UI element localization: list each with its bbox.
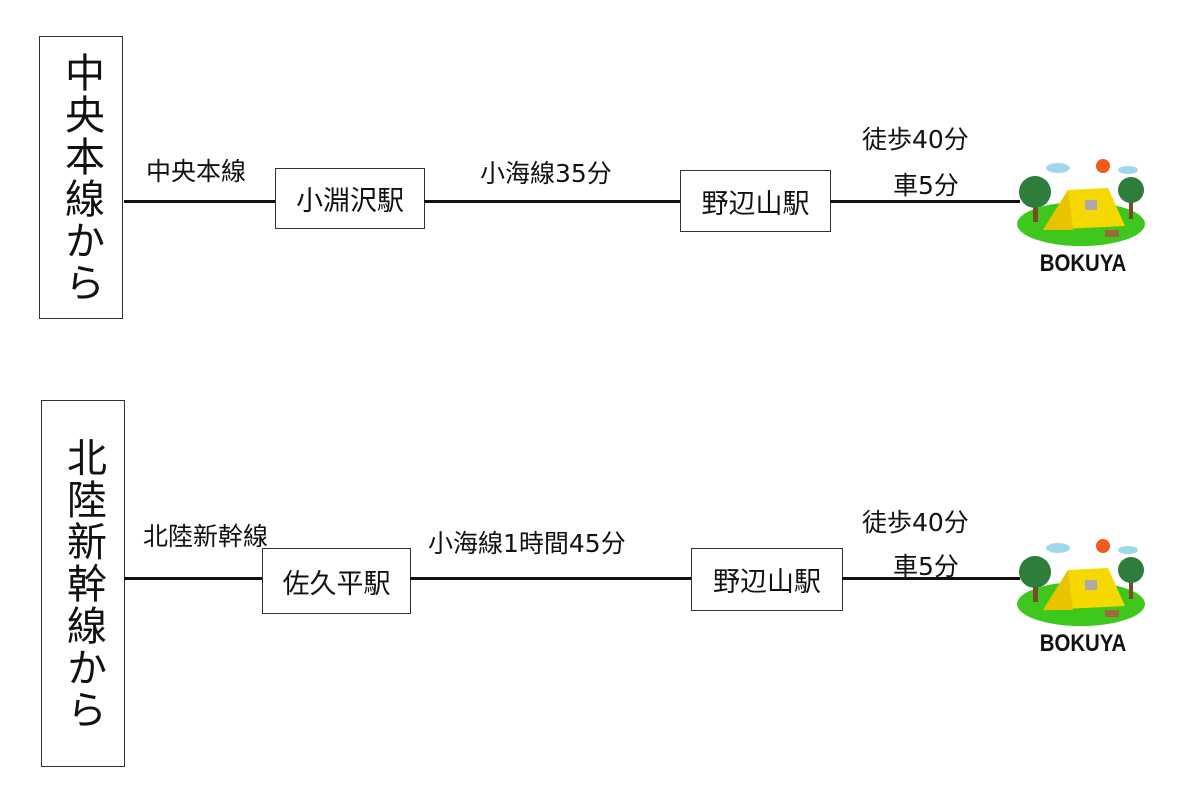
walk-time: 徒歩40分 — [862, 508, 969, 537]
route-line — [842, 577, 1020, 580]
station-box: 小淵沢駅 — [275, 168, 425, 229]
campsite-icon — [1017, 539, 1145, 626]
logo-text: BOKUYA — [1039, 630, 1127, 657]
line-label: 小海線35分 — [480, 159, 612, 188]
origin-label: 中央本線から — [58, 51, 104, 304]
route-line — [410, 577, 692, 580]
origin-box: 中央本線から — [39, 36, 123, 319]
logo-text: BOKUYA — [1039, 250, 1127, 277]
walk-time: 徒歩40分 — [862, 125, 969, 154]
station-box: 野辺山駅 — [691, 548, 843, 611]
bokuya-logo: BOKUYA — [1013, 152, 1153, 282]
station-box: 佐久平駅 — [262, 548, 411, 614]
car-time: 車5分 — [893, 171, 959, 200]
campsite-icon — [1017, 159, 1145, 246]
route-line — [124, 577, 264, 580]
line-label: 北陸新幹線 — [143, 522, 269, 551]
route-line — [124, 200, 276, 203]
origin-label: 北陸新幹線から — [60, 436, 106, 731]
line-label: 小海線1時間45分 — [428, 529, 626, 558]
origin-box: 北陸新幹線から — [41, 400, 125, 767]
route-line — [424, 200, 681, 203]
bokuya-logo: BOKUYA — [1013, 532, 1153, 662]
route-line — [830, 200, 1020, 203]
car-time: 車5分 — [893, 552, 959, 581]
line-label: 中央本線 — [146, 157, 247, 186]
station-box: 野辺山駅 — [680, 170, 831, 232]
